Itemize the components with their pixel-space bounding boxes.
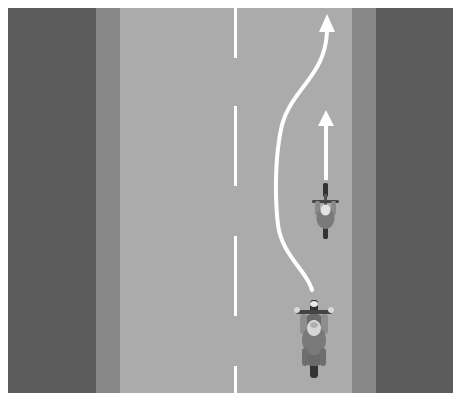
lane-dash — [234, 8, 237, 58]
left-shoulder — [96, 8, 120, 393]
lane-dash — [234, 106, 237, 186]
lane-dash — [234, 236, 237, 316]
lane-dash — [234, 366, 237, 393]
right-shoulder — [352, 8, 376, 393]
